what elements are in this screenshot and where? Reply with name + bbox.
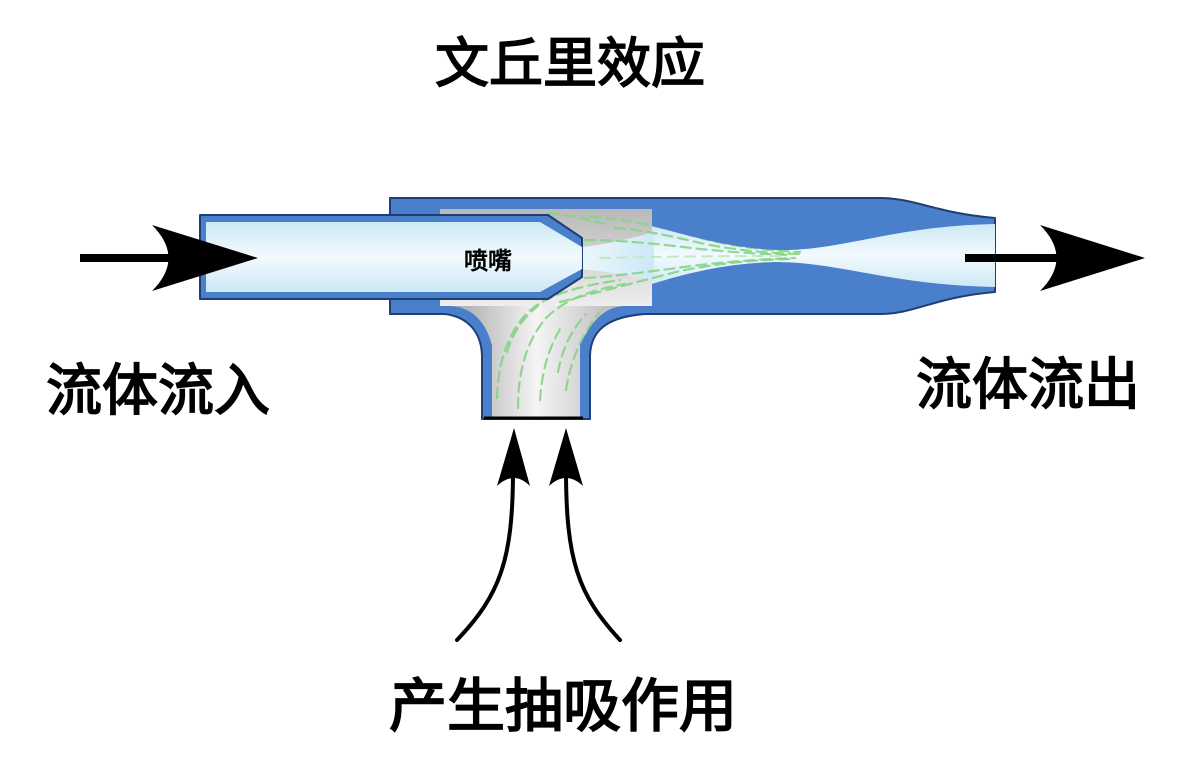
inflow-arrow-head <box>152 225 258 291</box>
flow-line <box>564 310 602 392</box>
flow-line <box>546 211 607 226</box>
suction-tube-interior <box>452 306 622 418</box>
flow-lines <box>495 211 802 410</box>
flow-line <box>505 304 540 354</box>
suction-arrow-right <box>549 428 622 642</box>
suction-arrow-left-shaft <box>455 468 515 642</box>
fluid-out-label: 流体流出 <box>916 353 1140 418</box>
flow-line <box>599 255 781 259</box>
flow-line <box>583 238 792 257</box>
outflow-arrow <box>965 225 1145 291</box>
suction-arrow-left-head <box>497 428 530 486</box>
flow-line <box>495 278 622 400</box>
fluid-in-label: 流体流入 <box>46 359 270 424</box>
nozzle-jet <box>582 232 654 280</box>
suction-label: 产生抽吸作用 <box>389 672 737 740</box>
suction-arrow-right-shaft <box>564 468 622 642</box>
flow-line <box>558 257 792 304</box>
inflow-arrow <box>80 225 258 291</box>
flow-line <box>556 312 588 374</box>
diagram-title: 文丘里效应 <box>435 32 705 95</box>
throat-fluid <box>652 224 995 287</box>
inlet-pipe-fluid <box>206 222 582 292</box>
nozzle-label: 喷嘴 <box>464 247 512 275</box>
outflow-arrow-head <box>1040 225 1145 291</box>
suction-arrow-left <box>455 428 530 642</box>
flow-line <box>538 324 564 402</box>
suction-arrow-right-head <box>549 428 583 486</box>
flow-line <box>516 282 627 410</box>
